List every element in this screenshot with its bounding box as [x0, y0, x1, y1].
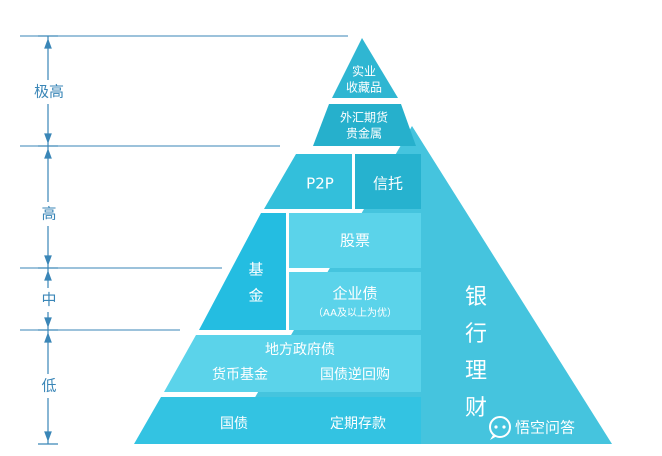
arrow-head-icon — [44, 317, 52, 328]
risk-label-very-high: 极高 — [34, 83, 64, 101]
tier-trust — [355, 154, 421, 209]
axis-label-bg — [38, 202, 60, 226]
corporate-bonds-label: 企业债 — [332, 285, 377, 303]
treasury-bonds-label: 国债 — [220, 416, 248, 432]
bank-wealth-char-1: 银 — [465, 285, 487, 310]
forex-line2: 贵金属 — [346, 126, 382, 141]
arrow-head-icon — [44, 332, 52, 343]
chat-bubble-icon — [489, 416, 511, 440]
arrow-head-icon — [44, 148, 52, 159]
tier-corporate-bonds — [289, 272, 421, 330]
arrow-head-icon — [44, 431, 52, 442]
time-deposit-label: 定期存款 — [330, 416, 386, 432]
arrow-head-icon — [44, 270, 52, 281]
axis-label-bg — [38, 288, 60, 312]
trust-label: 信托 — [373, 175, 403, 193]
tier-collectibles — [332, 38, 398, 98]
corporate-bonds-note: （AA及以上为优） — [313, 306, 397, 319]
axis-label-bg — [34, 80, 64, 104]
collectibles-line2: 收藏品 — [346, 81, 382, 95]
tier-low-upper — [164, 335, 421, 392]
bank-wealth-char-4: 财 — [465, 396, 487, 421]
tier-stocks — [289, 213, 421, 268]
local-gov-bonds-label: 地方政府债 — [265, 342, 335, 358]
fund-line1: 基 — [248, 261, 263, 279]
tier-p2p — [264, 154, 352, 209]
tier-low-bottom — [134, 397, 421, 444]
forex-line1: 外汇期货 — [340, 110, 388, 125]
axis-label-bg — [38, 374, 60, 398]
stocks-label: 股票 — [340, 232, 370, 250]
bank-wealth-char-2: 行 — [465, 322, 487, 347]
risk-label-high: 高 — [41, 205, 56, 223]
bank-wealth-char-3: 理 — [465, 359, 487, 384]
risk-label-low: 低 — [41, 377, 56, 395]
collectibles-line1: 实业 — [352, 64, 376, 79]
tier-forex — [313, 104, 416, 146]
arrow-head-icon — [44, 255, 52, 266]
money-fund-label: 货币基金 — [212, 366, 268, 383]
treasury-repo-label: 国债逆回购 — [320, 367, 390, 383]
arrow-head-icon — [44, 133, 52, 144]
fund-line2: 金 — [248, 287, 263, 305]
arrow-head-icon — [44, 38, 52, 49]
risk-label-medium: 中 — [41, 291, 56, 309]
p2p-label: P2P — [306, 175, 334, 193]
tier-fund — [199, 213, 286, 330]
watermark: 悟空问答 — [489, 416, 575, 440]
watermark-text: 悟空问答 — [515, 419, 575, 437]
